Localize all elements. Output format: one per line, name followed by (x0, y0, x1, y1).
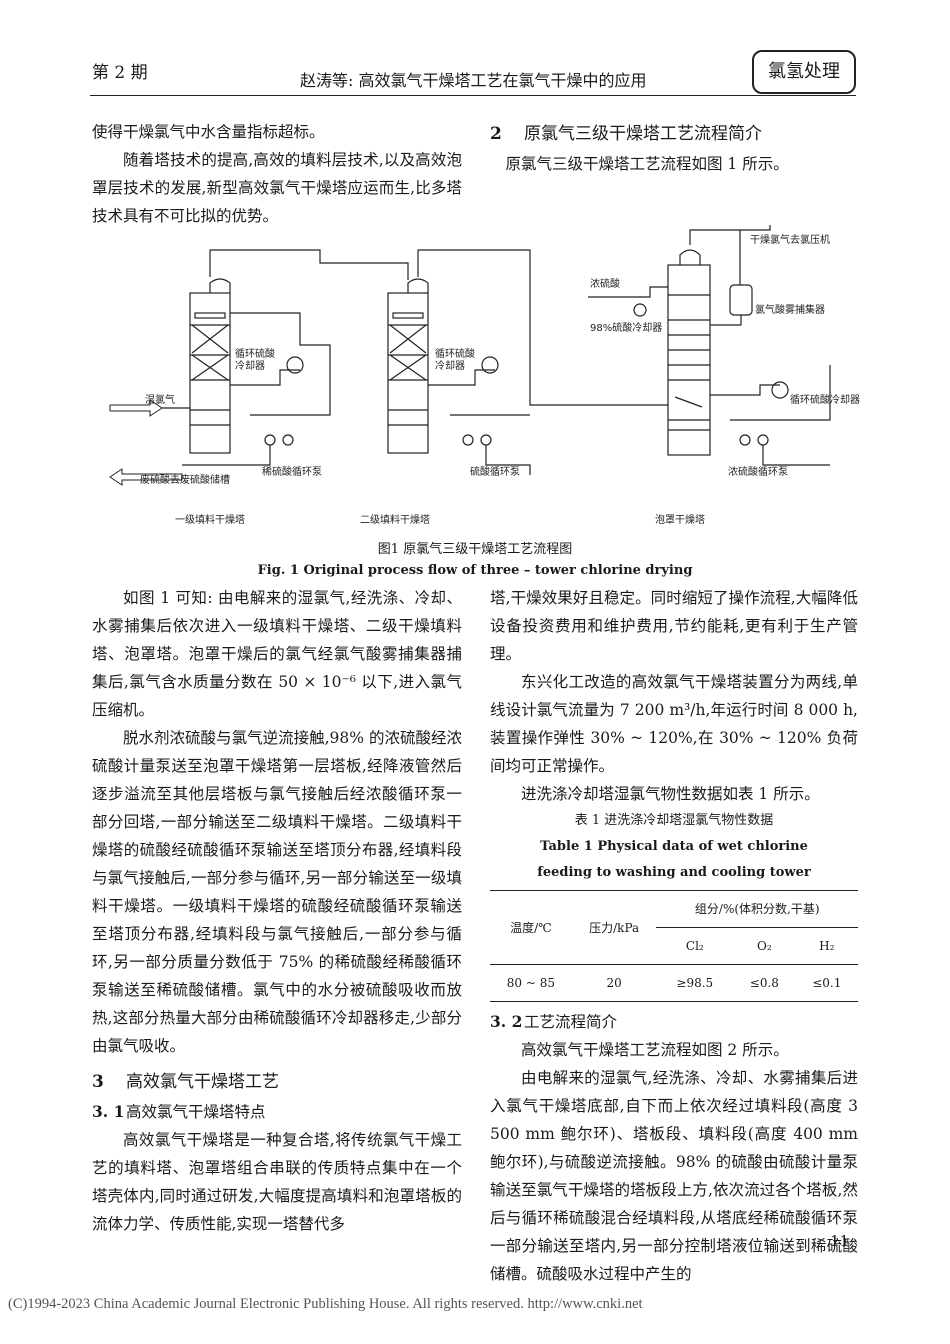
cell-cl2: ≥98.5 (656, 964, 734, 1002)
header-temp: 温度/℃ (490, 890, 572, 965)
label-circ-cooler-2: 循环硫酸冷却器 (435, 347, 475, 372)
left-bottom-column: 如图 1 可知: 由电解来的湿氯气,经洗涤、冷却、水雾捕集后依次进入一级填料干燥… (92, 584, 462, 1238)
label-tower-3: 泡罩干燥塔 (655, 513, 705, 526)
header-press: 压力/kPa (571, 890, 657, 965)
paragraph: 进洗涤冷却塔湿氯气物性数据如表 1 所示。 (521, 785, 820, 803)
header-cl2: Cl₂ (656, 927, 734, 965)
label-wet-chlorine: 湿氯气 (145, 393, 175, 406)
right-bottom-column: 塔,干燥效果好且稳定。同时缩短了操作流程,大幅降低设备投资费用和维护费用,节约能… (490, 584, 858, 1288)
paragraph: 原氯气三级干燥塔工艺流程如图 1 所示。 (505, 155, 789, 173)
header-rule (90, 95, 856, 96)
label-circ-cooler-1: 循环硫酸冷却器 (235, 347, 275, 372)
cell-temp: 80 ~ 85 (490, 964, 572, 1002)
copyright-footer: (C)1994-2023 China Academic Journal Elec… (8, 1296, 643, 1312)
table-caption-cn: 表 1 进洗涤冷却塔湿氯气物性数据 (574, 813, 774, 828)
left-top-column: 使得干燥氯气中水含量指标超标。 随着塔技术的提高,高效的填料层技术,以及高效泡罩… (92, 118, 462, 230)
label-mist-catcher: 氯气酸雾捕集器 (755, 303, 825, 316)
label-pump-dilute: 稀硫酸循环泵 (262, 465, 322, 478)
paragraph: 随着塔技术的提高,高效的填料层技术,以及高效泡罩层技术的发展,新型高效氯气干燥塔… (92, 151, 462, 225)
paragraph: 高效氯气干燥塔是一种复合塔,将传统氯气干燥工艺的填料塔、泡罩塔组合串联的传质特点… (92, 1131, 462, 1233)
table-caption-en-1: Table 1 Physical data of wet chlorine (540, 839, 808, 854)
page-number: 11 (830, 1232, 850, 1250)
label-cooler98: 98%硫酸冷却器 (590, 321, 662, 334)
paragraph: 塔,干燥效果好且稳定。同时缩短了操作流程,大幅降低设备投资费用和维护费用,节约能… (490, 589, 858, 663)
header-h2: H₂ (795, 927, 858, 965)
figure-caption-en: Fig. 1 Original process flow of three – … (257, 563, 693, 578)
header-comp: 组分/%(体积分数,干基) (656, 890, 858, 928)
tower-1 (189, 278, 231, 454)
label-conc-acid: 浓硫酸 (590, 277, 620, 290)
running-title: 赵涛等: 高效氯气干燥塔工艺在氯气干燥中的应用 (300, 71, 647, 90)
cell-o2: ≤0.8 (733, 964, 796, 1002)
label-pump-conc: 浓硫酸循环泵 (728, 465, 788, 478)
table-1: 温度/℃ 压力/kPa 组分/%(体积分数,干基) Cl₂ O₂ H₂ 80 ~… (490, 890, 858, 1002)
label-waste-acid: 废硫酸去废硫酸储槽 (140, 473, 230, 486)
figure-caption-cn: 图1 原氯气三级干燥塔工艺流程图 (377, 542, 573, 557)
issue-number: 第 2 期 (92, 63, 148, 83)
tower-3 (667, 249, 711, 456)
mist-catcher (729, 284, 753, 316)
label-dry-out: 干燥氯气去氯压机 (750, 233, 830, 246)
table-caption-en-2: feeding to washing and cooling tower (537, 865, 811, 880)
label-pump-acid: 硫酸循环泵 (470, 465, 520, 478)
cell-press: 20 (571, 964, 657, 1002)
paragraph: 如图 1 可知: 由电解来的湿氯气,经洗涤、冷却、水雾捕集后依次进入一级填料干燥… (92, 589, 462, 719)
paragraph: 东兴化工改造的高效氯气干燥塔装置分为两线,单线设计氯气流量为 7 200 m³/… (490, 673, 858, 775)
paragraph: 高效氯气干燥塔工艺流程如图 2 所示。 (521, 1041, 789, 1059)
label-circ-cooler-3: 循环硫酸冷却器 (790, 393, 860, 406)
header-o2: O₂ (733, 927, 796, 965)
paragraph: 脱水剂浓硫酸与氯气逆流接触,98% 的浓硫酸经浓硫酸计量泵送至泡罩干燥塔第一层塔… (92, 729, 462, 1055)
process-flow-diagram: 干燥氯气去氯压机 浓硫酸 氯气酸雾捕集器 98%硫酸冷却器 循环硫酸冷却器 循环… (109, 225, 860, 526)
label-tower-1: 一级填料干燥塔 (175, 513, 245, 526)
cell-h2: ≤0.1 (795, 964, 858, 1002)
paragraph: 使得干燥氯气中水含量指标超标。 (92, 123, 325, 141)
tower-2 (387, 278, 429, 454)
journal-badge: 氯氢处理 (752, 50, 856, 94)
paragraph: 由电解来的湿氯气,经洗涤、冷却、水雾捕集后进入氯气干燥塔底部,自下而上依次经过填… (490, 1069, 858, 1283)
label-tower-2: 二级填料干燥塔 (360, 513, 430, 526)
